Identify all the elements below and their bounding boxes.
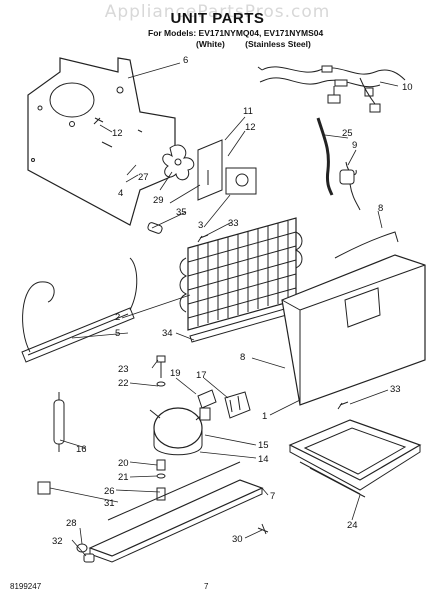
callout-12a: 12 xyxy=(245,122,256,133)
callout-23: 23 xyxy=(118,364,129,375)
callout-29: 29 xyxy=(153,195,164,206)
color-variants: (White) (Stainless Steel) xyxy=(196,39,329,49)
callout-33b: 33 xyxy=(390,384,401,395)
evaporator-pan xyxy=(288,419,422,498)
rear-panel xyxy=(27,57,176,226)
defrost-heater xyxy=(21,257,138,363)
terminal-block xyxy=(37,481,51,495)
callout-12b: 12 xyxy=(112,128,123,139)
drain-tube xyxy=(316,117,334,196)
overload xyxy=(197,389,217,409)
callout-20: 20 xyxy=(118,458,129,469)
grommet-32 xyxy=(83,553,95,563)
color-white: (White) xyxy=(196,39,225,49)
callout-22: 22 xyxy=(118,378,129,389)
callout-33a: 33 xyxy=(228,218,239,229)
callout-15: 15 xyxy=(258,440,269,451)
callout-25: 25 xyxy=(342,128,353,139)
leader-lines xyxy=(49,62,399,557)
callout-3: 3 xyxy=(198,220,203,231)
callout-8b: 8 xyxy=(240,352,245,363)
models-line: For Models: EV171NYMQ04, EV171NYMS04 xyxy=(148,28,324,38)
callout-7: 7 xyxy=(270,491,275,502)
callout-9: 9 xyxy=(352,140,357,151)
callout-11: 11 xyxy=(243,106,253,117)
callout-8a: 8 xyxy=(378,203,383,214)
callout-19: 19 xyxy=(170,368,181,379)
callout-28: 28 xyxy=(66,518,77,529)
callout-21: 21 xyxy=(118,472,129,483)
sensor xyxy=(339,161,361,211)
callout-34: 34 xyxy=(162,328,173,339)
callout-30: 30 xyxy=(232,534,243,545)
footer-code: 8199247 xyxy=(10,582,42,591)
page-title: UNIT PARTS xyxy=(170,10,265,27)
footer-page-number: 7 xyxy=(204,582,209,591)
callout-35: 35 xyxy=(176,207,187,218)
screw-33-lower xyxy=(337,401,349,410)
callout-27: 27 xyxy=(138,172,149,183)
wire-harness xyxy=(257,65,406,113)
watermark: AppliancePartsPros.com xyxy=(104,2,331,22)
callout-10: 10 xyxy=(402,82,413,93)
base-plate xyxy=(88,461,264,563)
callout-26: 26 xyxy=(104,486,115,497)
callout-14: 14 xyxy=(258,454,269,465)
callout-labels: 6 10 11 12 12 27 4 29 25 9 35 3 33 8 2 5… xyxy=(52,55,413,547)
capacitor xyxy=(53,392,65,452)
callout-31: 31 xyxy=(104,498,115,509)
screw-33-upper xyxy=(197,234,209,243)
callout-16: 16 xyxy=(76,444,87,455)
callout-17: 17 xyxy=(196,370,207,381)
color-stainless: (Stainless Steel) xyxy=(245,39,311,49)
compressor xyxy=(149,407,211,456)
callout-32: 32 xyxy=(52,536,63,547)
callout-24: 24 xyxy=(347,520,358,531)
screw-30 xyxy=(257,523,269,535)
callout-5: 5 xyxy=(115,328,120,339)
evaporator-cover xyxy=(281,231,426,406)
callout-6: 6 xyxy=(183,55,188,66)
callout-1: 1 xyxy=(262,411,267,422)
fan-assembly xyxy=(162,139,257,201)
relay xyxy=(224,391,251,419)
callout-4: 4 xyxy=(118,188,123,199)
callout-2: 2 xyxy=(115,312,120,323)
